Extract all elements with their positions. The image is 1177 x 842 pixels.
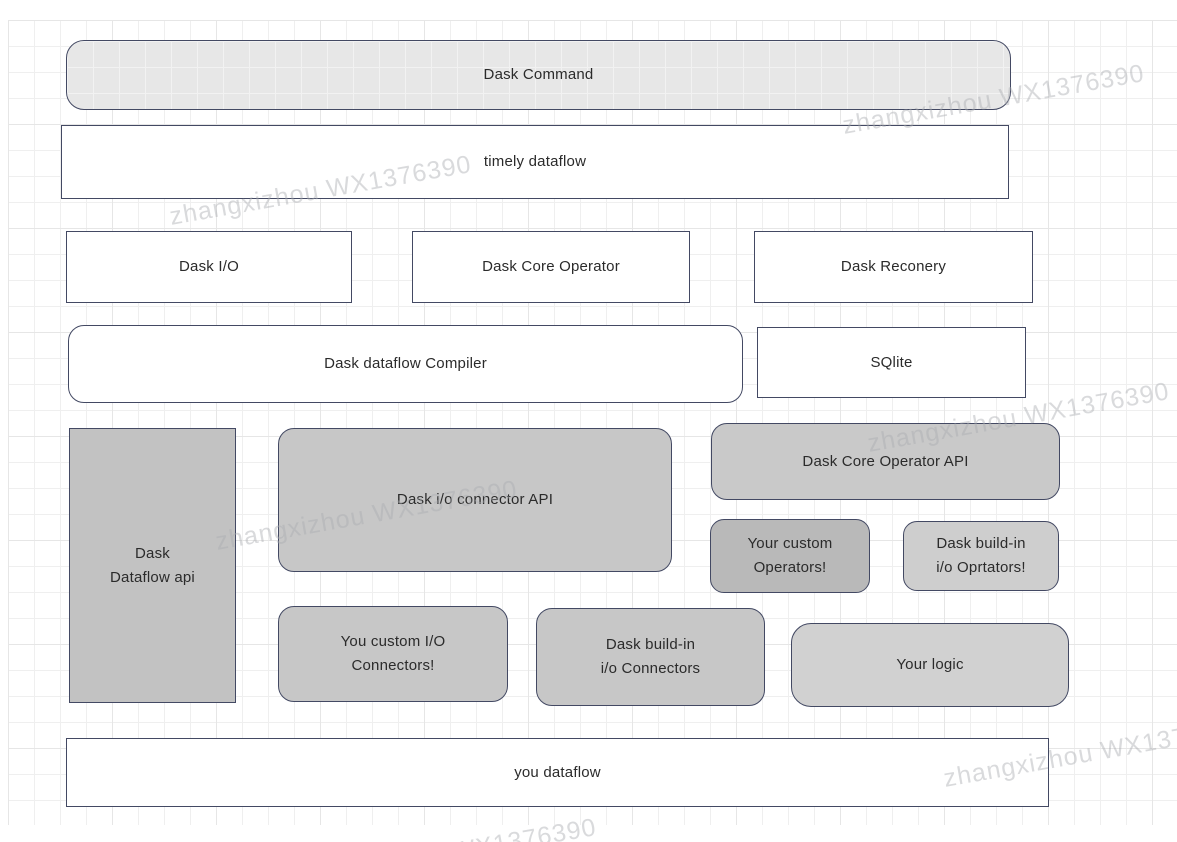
box-your-logic: Your logic (791, 623, 1069, 707)
box-dask-buildin-io-connectors: Dask build-in i/o Connectors (536, 608, 765, 706)
box-label: Dask dataflow Compiler (324, 355, 487, 372)
box-label: you dataflow (514, 763, 601, 781)
box-label: Your logic (896, 656, 964, 673)
box-label: Dask Core Operator API (802, 452, 969, 470)
box-dask-dataflow-api: Dask Dataflow api (69, 428, 236, 703)
box-label: timely dataflow (483, 153, 587, 170)
box-label: Dask build-in i/o Connectors (600, 636, 701, 677)
box-dask-io: Dask I/O (66, 231, 352, 303)
box-label: You custom I/O Connectors! (340, 633, 446, 674)
box-label: Your custom Operators! (747, 535, 833, 576)
box-your-custom-operators: Your custom Operators! (710, 519, 870, 593)
box-label: Dask build-in i/o Oprtators! (936, 535, 1026, 576)
box-dask-core-operator: Dask Core Operator (412, 231, 690, 303)
box-label: Dask I/O (179, 258, 239, 275)
box-dask-core-operator-api: Dask Core Operator API (711, 423, 1060, 500)
box-sqlite: SQlite (757, 327, 1026, 398)
box-dask-io-connector-api: Dask i/o connector API (278, 428, 672, 572)
box-dask-reconery: Dask Reconery (754, 231, 1033, 303)
box-dask-dataflow-compiler: Dask dataflow Compiler (68, 325, 743, 403)
box-label: Dask Core Operator (482, 258, 620, 275)
box-dask-command: Dask Command (66, 40, 1011, 110)
box-label: Dask Command (483, 66, 594, 83)
box-label: Dask i/o connector API (396, 491, 554, 508)
box-label: Dask Dataflow api (110, 544, 195, 586)
box-label: SQlite (870, 353, 913, 371)
box-label: Dask Reconery (840, 258, 947, 275)
box-you-dataflow: you dataflow (66, 738, 1049, 807)
box-dask-buildin-io-oprtators: Dask build-in i/o Oprtators! (903, 521, 1059, 591)
box-you-custom-io-connectors: You custom I/O Connectors! (278, 606, 508, 702)
box-timely-dataflow: timely dataflow (61, 125, 1009, 199)
